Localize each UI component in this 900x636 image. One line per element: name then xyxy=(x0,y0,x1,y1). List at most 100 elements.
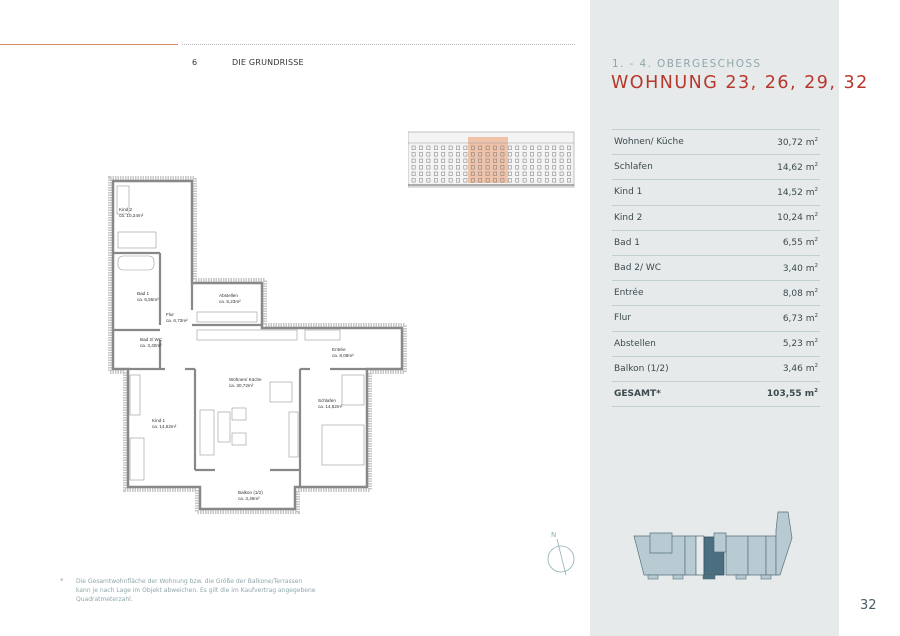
room-area: 14,62 m2 xyxy=(777,162,818,173)
section-title: DIE GRUNDRISSE xyxy=(232,58,304,67)
facade-window xyxy=(463,178,468,183)
facade-window xyxy=(567,178,571,183)
floor-label: 1. - 4. OBERGESCHOSS xyxy=(612,58,762,70)
area-row: Schlafen 14,62 m2 xyxy=(612,155,820,181)
room-area: ca. 3,46m² xyxy=(238,495,260,501)
room-area: 6,55 m2 xyxy=(783,237,818,248)
facade-window xyxy=(544,178,549,183)
facade-window xyxy=(419,145,423,150)
facade-window xyxy=(493,165,497,170)
facade-window xyxy=(567,171,571,176)
room-name: Flur xyxy=(614,313,632,324)
highlighted-unit-facade xyxy=(468,137,508,183)
facade-window xyxy=(559,152,564,157)
compass-north-icon: N xyxy=(547,531,575,575)
facade-window xyxy=(552,145,557,150)
room-name: Wohnen/ Küche xyxy=(229,377,262,382)
facade-window xyxy=(552,165,557,170)
facade-window xyxy=(441,145,446,150)
facade-window xyxy=(559,171,564,176)
facade-window xyxy=(537,145,542,150)
facade-window xyxy=(441,158,446,163)
facade-window xyxy=(552,158,557,163)
facade-window xyxy=(478,178,483,183)
area-row: Balkon (1/2)3,46 m2 xyxy=(612,357,820,382)
facade-window xyxy=(456,158,460,163)
facade-window xyxy=(411,158,416,163)
header-dotted-rule xyxy=(182,44,575,45)
facade-window xyxy=(530,165,534,170)
facade-window xyxy=(522,165,527,170)
room-name: Balkon (1/2) xyxy=(238,490,263,495)
facade-window xyxy=(419,152,423,157)
facade-window xyxy=(552,178,557,183)
room-name: Entrée xyxy=(332,347,346,352)
facade-window xyxy=(448,158,453,163)
facade-window xyxy=(485,145,490,150)
facade-window xyxy=(448,165,453,170)
area-value: 14,52 m xyxy=(777,187,815,198)
facade-window xyxy=(507,152,512,157)
facade-window xyxy=(552,171,557,176)
facade-window xyxy=(515,152,520,157)
facade-window xyxy=(515,171,520,176)
room-name: Schlafen xyxy=(614,162,653,173)
facade-window xyxy=(500,171,505,176)
facade-window xyxy=(515,145,520,150)
room-name: Bad 2/ WC xyxy=(614,263,662,274)
area-unit-sup: 2 xyxy=(814,388,818,395)
area-value: 14,62 m xyxy=(777,162,815,173)
facade-window xyxy=(500,145,505,150)
room-name: Flur xyxy=(166,312,174,317)
facade-window xyxy=(470,178,475,183)
facade-window xyxy=(515,178,520,183)
facade-window xyxy=(515,165,520,170)
facade-window xyxy=(448,145,453,150)
room-name: Balkon (1/2) xyxy=(614,363,669,374)
facade-window xyxy=(456,145,460,150)
facade-window xyxy=(515,158,520,163)
room-name: Abstellen xyxy=(614,338,656,349)
area-value: 103,55 m xyxy=(766,389,815,400)
facade-window xyxy=(411,171,416,176)
facade-window xyxy=(500,158,505,163)
area-unit-sup: 2 xyxy=(814,363,819,370)
area-value: 6,55 m xyxy=(782,238,815,249)
site-plan xyxy=(633,511,793,580)
footnote-marker: * xyxy=(60,577,64,585)
facade-window xyxy=(419,158,423,163)
room-area: 30,72 m2 xyxy=(777,137,818,148)
facade-window xyxy=(456,178,460,183)
facade-window xyxy=(470,158,475,163)
room-name: Kind 1 xyxy=(614,187,643,198)
facade-window xyxy=(500,152,505,157)
facade-window xyxy=(567,165,571,170)
facade-window xyxy=(456,165,460,170)
facade-window xyxy=(419,165,423,170)
facade-window xyxy=(522,171,527,176)
facade-window xyxy=(411,178,416,183)
facade-window xyxy=(537,158,542,163)
room-name: Wohnen/ Küche xyxy=(614,137,684,148)
facade-window xyxy=(426,171,431,176)
facade-window xyxy=(433,145,438,150)
info-panel xyxy=(590,0,839,636)
facade-window xyxy=(441,152,446,157)
facade-window xyxy=(470,165,475,170)
room-name: Kind 2 xyxy=(119,207,133,212)
facade-window xyxy=(544,145,549,150)
floor-plan xyxy=(108,176,407,514)
room-area: 103,55 m2 xyxy=(767,388,818,399)
facade-window xyxy=(463,152,468,157)
facade-window xyxy=(507,145,512,150)
facade-window xyxy=(507,171,512,176)
facade-window xyxy=(478,158,483,163)
facade-window xyxy=(530,152,534,157)
facade-window xyxy=(433,171,438,176)
